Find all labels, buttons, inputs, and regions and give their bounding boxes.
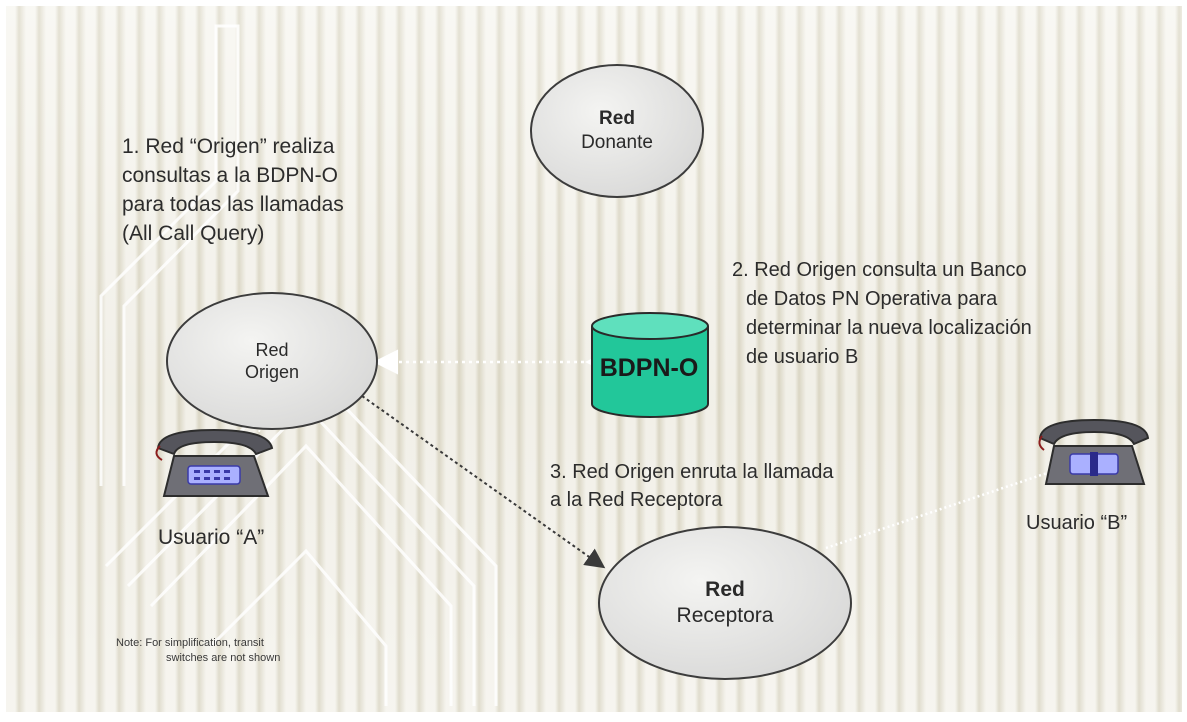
telephone-icon [155, 428, 274, 497]
database-cylinder-icon [591, 312, 709, 418]
route-arrow-origen-receptora [361, 395, 606, 569]
step-3-line-1: 3. Red Origen enruta la llamada [550, 461, 834, 483]
red-receptora-label-line2: Receptora [676, 604, 774, 627]
red-receptora-node: Red Receptora [598, 526, 852, 680]
step-1-text: 1. Red “Origen” realiza consultas a la B… [122, 132, 344, 248]
link-receptora-user-b [825, 468, 1057, 550]
step-1-line-4: (All Call Query) [122, 222, 265, 245]
red-origen-label-line1: Red [255, 339, 289, 360]
step-3-text: 3. Red Origen enruta la llamada a la Red… [550, 458, 834, 514]
step-2-line-3: determinar la nueva localización [746, 317, 1032, 339]
step-2-line-4: de usuario B [746, 346, 859, 368]
red-receptora-label-line1: Red [705, 577, 745, 601]
footnote: Note: For simplification, transit switch… [116, 636, 280, 666]
step-1-line-3: para todas las llamadas [122, 193, 344, 216]
footnote-line-2: switches are not shown [166, 652, 281, 664]
step-2-text: 2. Red Origen consulta un Banco de Datos… [732, 256, 1032, 372]
step-2-line-1: 2. Red Origen consulta un Banco [732, 259, 1027, 281]
red-origen-label-line2: Origen [244, 362, 300, 382]
footnote-line-1: Note: For simplification, transit [116, 637, 264, 649]
user-b-label: Usuario “B” [1026, 512, 1128, 534]
database-label: BDPN-O [599, 354, 699, 382]
red-origen-node: Red Origen [166, 292, 378, 430]
user-a-label: Usuario “A” [158, 526, 265, 549]
red-donante-label-line1: Red [599, 108, 635, 130]
slide-background: Red Donante Red Origen Red Receptora BDP… [6, 6, 1182, 712]
telephone-icon [1038, 418, 1150, 485]
step-2-line-2: de Datos PN Operativa para [746, 288, 998, 310]
step-3-line-2: a la Red Receptora [550, 489, 723, 511]
red-donante-node: Red Donante [530, 64, 704, 198]
step-1-line-2: consultas a la BDPN-O [122, 164, 338, 187]
red-donante-label-line2: Donante [581, 132, 653, 153]
step-1-line-1: 1. Red “Origen” realiza [122, 135, 335, 158]
